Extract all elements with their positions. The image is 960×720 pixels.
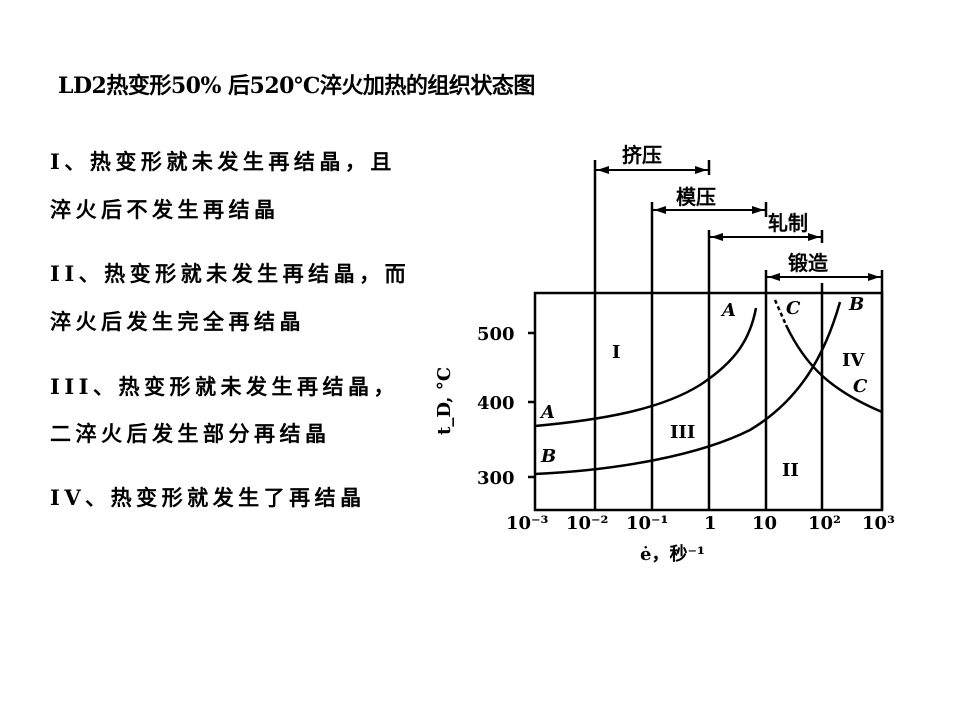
curve-label: A xyxy=(539,402,555,423)
x-tick-label: 10³ xyxy=(862,513,895,534)
x-tick-label: 1 xyxy=(704,513,717,534)
y-axis-label: t_D, °C xyxy=(434,367,455,435)
region-label: III xyxy=(670,422,695,443)
curve-c xyxy=(784,324,883,414)
curve-label: C xyxy=(853,376,868,397)
curve-label: B xyxy=(848,294,864,315)
y-tick-label: 400 xyxy=(477,393,515,414)
curve-b xyxy=(534,301,842,476)
label-die-forging: 模压 xyxy=(676,185,716,209)
curve-label: A xyxy=(720,300,736,321)
slide-title: LD2热变形50% 后520℃淬火加热的组织状态图 xyxy=(58,73,535,99)
x-tick-label: 10⁻² xyxy=(566,513,608,534)
description-line: 二淬火后发生部分再结晶 xyxy=(50,421,331,446)
arrowheads xyxy=(597,166,880,281)
x-axis-label: ė，秒⁻¹ xyxy=(640,543,705,565)
description-line: IV、热变形就发生了再结晶 xyxy=(50,485,366,510)
x-tick-label: 10 xyxy=(752,513,777,534)
label-extrusion: 挤压 xyxy=(622,143,662,167)
x-tick-label: 10² xyxy=(808,513,841,534)
description-line: I、热变形就未发生再结晶，且 xyxy=(50,149,396,174)
curve-a xyxy=(534,307,758,428)
curve-label: C xyxy=(786,298,801,319)
region-label: IV xyxy=(842,350,865,371)
label-forging: 锻造 xyxy=(788,251,829,275)
y-tick-label: 500 xyxy=(477,324,515,345)
region-label: I xyxy=(612,342,620,363)
description-line: III、热变形就未发生再结晶， xyxy=(50,374,399,399)
description-line: 淬火后发生完全再结晶 xyxy=(50,309,305,334)
x-tick-label: 10⁻¹ xyxy=(626,513,668,534)
curve-label: B xyxy=(540,446,556,467)
description-line: 淬火后不发生再结晶 xyxy=(50,197,280,222)
region-label: II xyxy=(782,460,799,481)
y-tick-label: 300 xyxy=(477,468,515,489)
label-rolling: 轧制 xyxy=(768,211,808,235)
curve-c-dashed xyxy=(773,299,788,326)
description-line: II、热变形就未发生再结晶，而 xyxy=(50,261,411,286)
x-tick-label: 10⁻³ xyxy=(506,513,549,534)
